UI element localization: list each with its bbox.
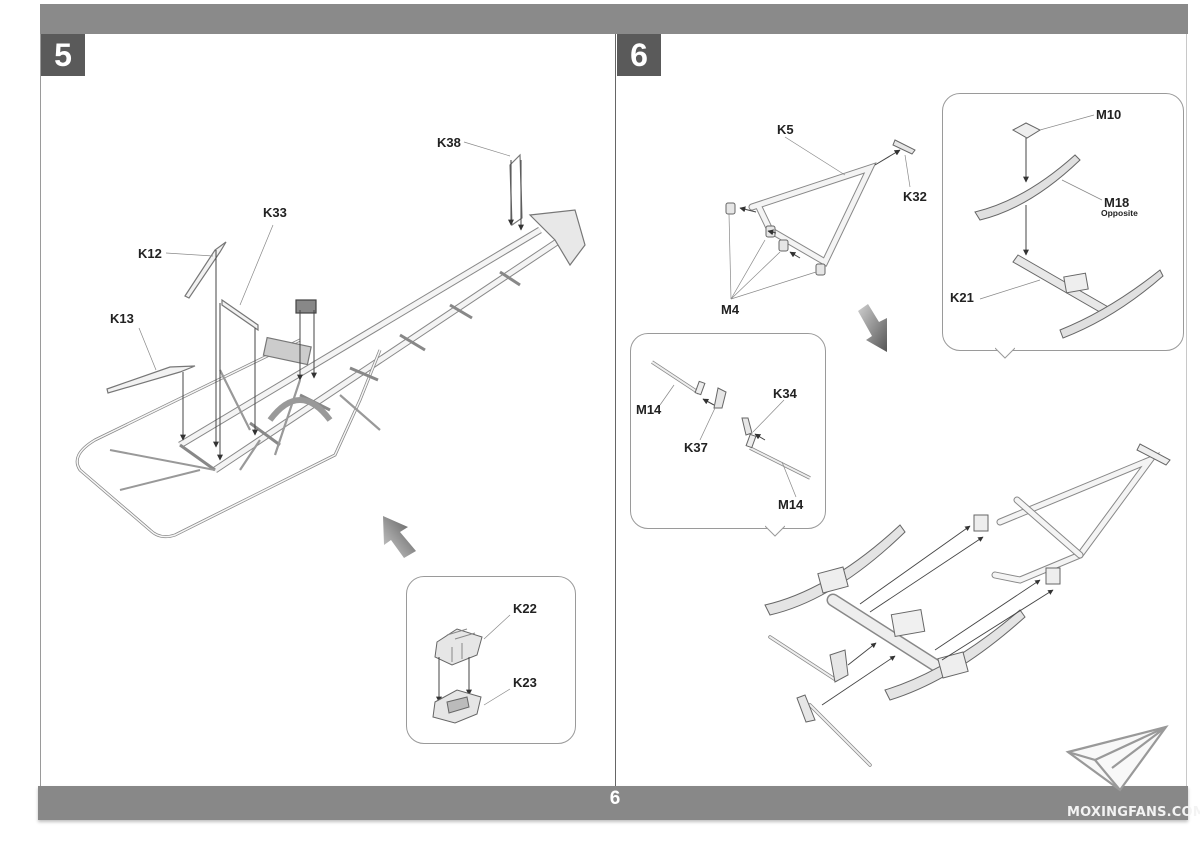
watermark-text: MOXINGFANS.COM	[1067, 805, 1200, 820]
step-5-leader-lines	[138, 141, 511, 371]
callout-pointer-icon	[765, 525, 785, 537]
part-label-k38: K38	[437, 135, 461, 150]
step-5-callout: K22 K23	[406, 576, 576, 744]
part-label-m14-a: M14	[636, 402, 662, 417]
step-6-callout-springs	[942, 93, 1184, 351]
part-k33	[221, 298, 259, 332]
step-6-main-assembly	[826, 451, 1161, 672]
part-label-k21: K21	[950, 290, 974, 305]
callout-pointer-icon	[995, 347, 1015, 359]
step-6-a-frame-arrows	[739, 149, 901, 259]
step-6-leader-lines	[728, 136, 911, 300]
part-label-m4: M4	[721, 302, 740, 317]
step-6-a-frame	[748, 162, 877, 267]
step-6-a-frame-parts	[725, 139, 916, 276]
part-label-k13: K13	[110, 311, 134, 326]
step-6-callout-left-leaders	[659, 384, 797, 498]
part-battery-box	[295, 299, 317, 314]
callout-battery-drawing	[432, 614, 511, 724]
step-6-badge: 6	[617, 34, 661, 76]
page-border-left	[40, 34, 41, 786]
part-label-k32: K32	[903, 189, 927, 204]
part-label-k33: K33	[263, 205, 287, 220]
step-6-loose-rods	[768, 635, 872, 767]
step-6-callout-rods	[630, 333, 826, 529]
part-label-k5: K5	[777, 122, 794, 137]
page-number: 6	[609, 788, 621, 809]
part-k13	[106, 365, 196, 394]
step-5-chassis	[75, 209, 586, 539]
part-label-k23: K23	[513, 675, 537, 690]
part-k12	[184, 241, 227, 299]
part-label-k34: K34	[773, 386, 797, 401]
step-5-direction-arrow-icon	[383, 516, 416, 558]
page-border-right	[1186, 34, 1187, 786]
step-5-badge: 5	[41, 34, 85, 76]
step-6-assembly-lines	[821, 525, 1054, 706]
header-bar	[40, 4, 1188, 34]
part-label-k37: K37	[684, 440, 708, 455]
step-6-callout-top-leaders	[979, 114, 1103, 300]
part-label-k22: K22	[513, 601, 537, 616]
footer-bar	[38, 786, 1188, 820]
step-6-direction-arrow-icon	[858, 304, 887, 352]
part-label-m10: M10	[1096, 107, 1122, 122]
step-5-assembly-lines	[180, 160, 524, 461]
part-label-m18: M18	[1104, 195, 1130, 210]
part-label-m14-b: M14	[778, 497, 804, 512]
step-6-callout-top-drawing	[974, 122, 1164, 339]
part-label-k12: K12	[138, 246, 162, 261]
watermark-plane-icon	[1065, 725, 1169, 792]
center-divider	[615, 34, 616, 786]
step-6-springs	[764, 443, 1171, 701]
part-note-opposite: Opposite	[1101, 208, 1138, 218]
step-6-callout-left-drawing	[651, 360, 811, 480]
part-k38	[509, 153, 523, 227]
